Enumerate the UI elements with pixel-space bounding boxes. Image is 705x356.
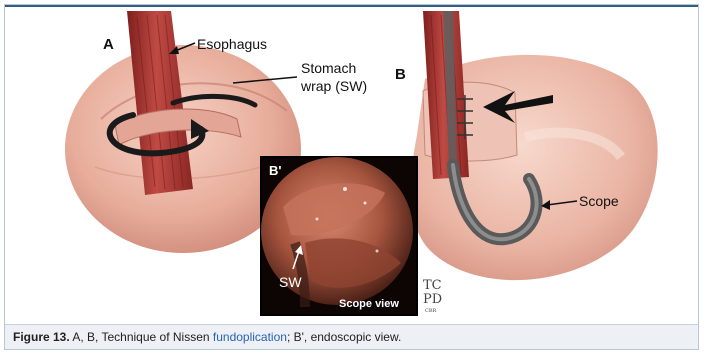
scope-view-label: Scope view: [339, 298, 399, 310]
specular-highlight: [376, 250, 379, 253]
inset-endoscopic-view: B' SW Scope view: [261, 157, 417, 315]
figure-frame: A Esophagus Stomach wrap (SW): [4, 4, 699, 350]
stomach-wrap-label-line1: Stomach: [301, 60, 356, 76]
inset-letter: B': [269, 163, 281, 178]
panel-b: B Scope: [395, 11, 658, 280]
panel-b-letter: B: [395, 66, 406, 83]
caption-text-before-link: A, B, Technique of Nissen: [70, 330, 213, 344]
tcpd-logo: TC PD CBR: [423, 278, 442, 314]
logo-line-3: CBR: [425, 308, 437, 314]
caption-text-after-link: ; B', endoscopic view.: [287, 330, 401, 344]
panel-a-letter: A: [103, 36, 114, 53]
specular-highlight: [364, 202, 367, 205]
sw-label: SW: [279, 274, 302, 290]
stomach-wrap-label-line2: wrap (SW): [300, 78, 367, 94]
specular-highlight: [343, 187, 347, 191]
figure-label: Figure 13.: [13, 330, 70, 344]
logo-line-1: TC: [423, 278, 442, 293]
esophagus-label: Esophagus: [197, 36, 267, 52]
figure-caption: Figure 13. A, B, Technique of Nissen fun…: [5, 324, 698, 349]
fundoplication-link[interactable]: fundoplication: [213, 330, 287, 344]
fundoplication-illustration: A Esophagus Stomach wrap (SW): [5, 7, 698, 322]
specular-highlight: [316, 218, 319, 221]
scope-label: Scope: [579, 193, 619, 209]
logo-line-2: PD: [423, 292, 442, 307]
